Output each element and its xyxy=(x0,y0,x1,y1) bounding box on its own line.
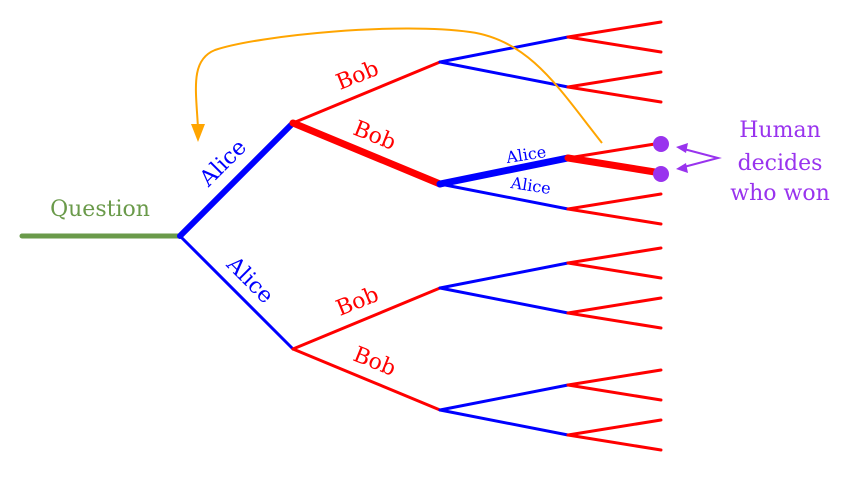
alice-edge-top xyxy=(177,120,296,239)
human-label-line2: decides xyxy=(738,151,823,176)
bob-leaf-edge xyxy=(566,261,663,280)
bob-leaf-edge xyxy=(566,311,663,330)
bob-edge-1 xyxy=(291,60,442,125)
bob-leaf-edge xyxy=(566,20,663,39)
alice-small-label-2: Alice xyxy=(509,173,553,198)
bob-edge-3 xyxy=(291,286,442,351)
alice-edge-level2-4 xyxy=(438,182,570,211)
bob-leaf-edge xyxy=(564,154,665,177)
human-arrow xyxy=(679,147,722,169)
leaf-dot-2 xyxy=(653,166,669,182)
human-label-line3: who won xyxy=(730,181,829,206)
human-label-line1: Human xyxy=(739,118,821,143)
bob-leaf-edge xyxy=(566,141,663,160)
alice-edge-level2-6 xyxy=(438,286,570,315)
bob-leaf-edge xyxy=(566,192,663,211)
bob-leaf-edge xyxy=(566,246,663,265)
alice-edge-level2-8 xyxy=(438,408,570,437)
bob-leaf-edge xyxy=(566,35,663,54)
feedback-arrowhead xyxy=(191,124,205,142)
alice-edge-level2-5 xyxy=(438,261,570,290)
bob-leaf-edge xyxy=(566,70,663,89)
alice-edge-level2-2 xyxy=(438,60,570,89)
bob-leaf-edge xyxy=(566,418,663,437)
bob-leaf-edge xyxy=(566,85,663,104)
alice-edge-bottom xyxy=(178,234,295,351)
alice-edge-level2-1 xyxy=(438,35,570,64)
alice-edge-level2-7 xyxy=(438,383,570,412)
human-arrowhead-2 xyxy=(676,163,688,173)
alice-bottom-label: Alice xyxy=(220,251,277,308)
bob-leaf-edge xyxy=(566,383,663,402)
bob-leaf-edge xyxy=(566,296,663,315)
alice-edge-level2-3 xyxy=(436,154,572,188)
bob-leaf-edge xyxy=(566,368,663,387)
human-arrowhead-1 xyxy=(676,143,688,153)
feedback-arrow xyxy=(194,27,603,144)
bob-leaf-edge xyxy=(566,433,663,452)
bob-leaf-edge xyxy=(566,207,663,226)
bob-edge-2 xyxy=(289,119,444,188)
leaf-dot-1 xyxy=(653,136,669,152)
bob-edge-4 xyxy=(291,347,442,412)
question-label: Question xyxy=(50,197,150,222)
alice-top-label: Alice xyxy=(194,135,251,192)
